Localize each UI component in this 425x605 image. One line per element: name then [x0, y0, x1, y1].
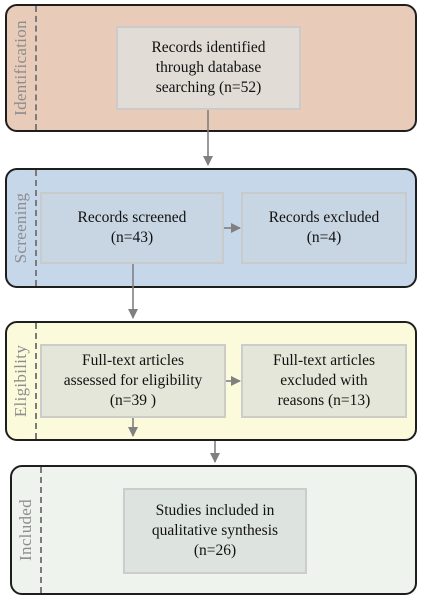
- records-identified-box: Records identified through database sear…: [116, 26, 301, 110]
- studies-included-box: Studies included in qualitative synthesi…: [123, 488, 307, 574]
- fulltext-excluded-box: Full-text articles excluded with reasons…: [241, 344, 407, 418]
- stage-label-included: Included: [12, 467, 42, 593]
- stage-label-eligibility: Eligibility: [7, 323, 37, 439]
- fulltext-assessed-box: Full-text articles assessed for eligibil…: [40, 344, 226, 418]
- records-excluded-box: Records excluded (n=4): [241, 192, 407, 264]
- stage-label-screening: Screening: [7, 170, 37, 286]
- stage-label-identification: Identification: [7, 6, 37, 130]
- records-screened-box: Records screened (n=43): [40, 192, 224, 264]
